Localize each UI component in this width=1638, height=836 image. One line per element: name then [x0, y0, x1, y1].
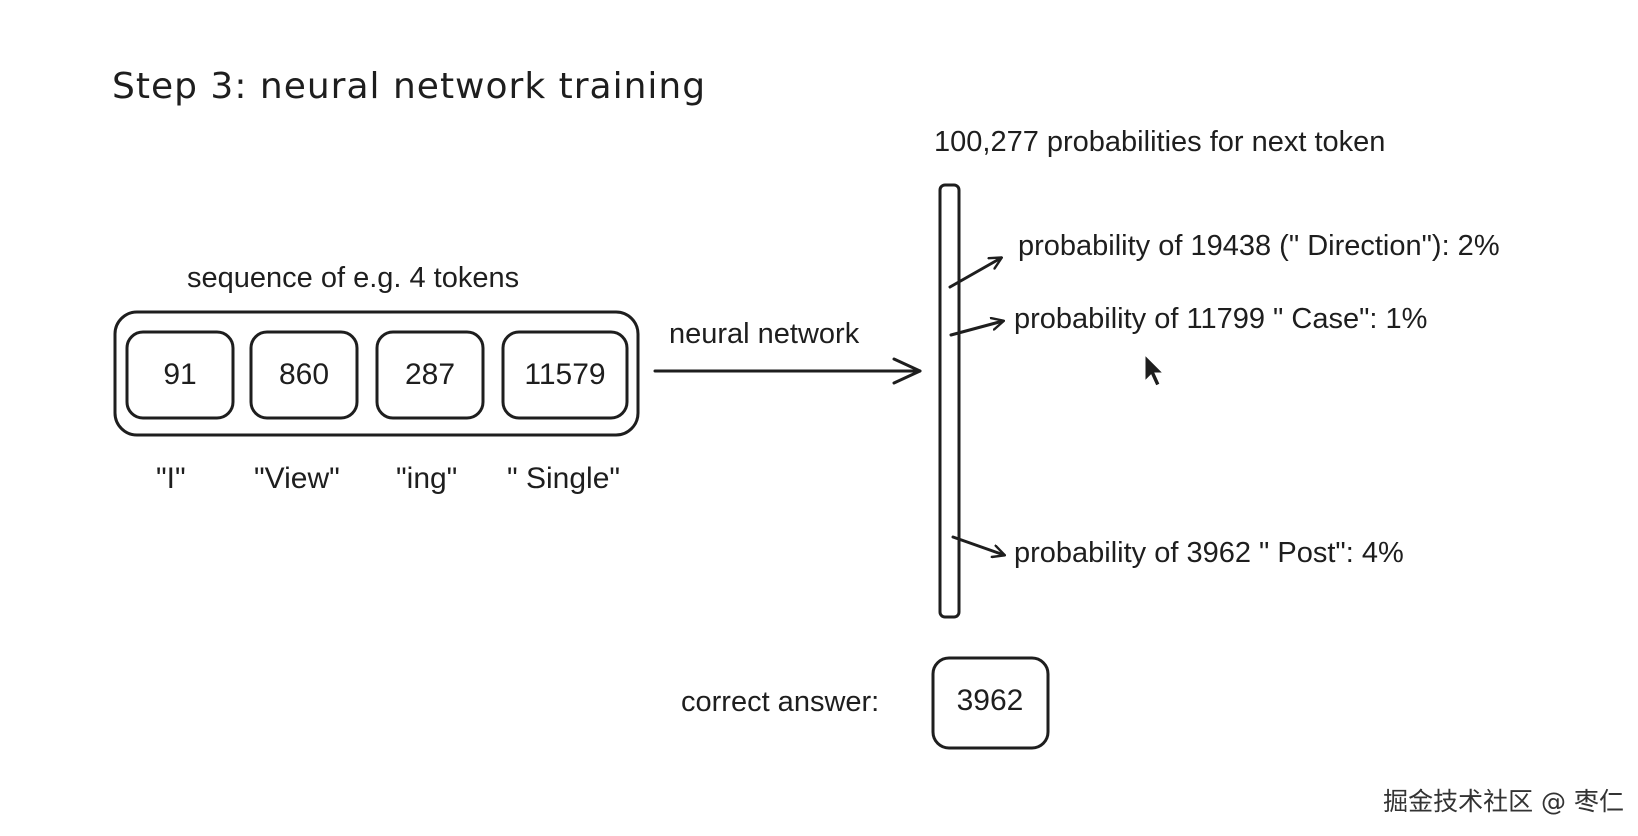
token-box-1: 91	[125, 330, 235, 420]
probability-line-2: probability of 11799 " Case": 1%	[1014, 303, 1428, 335]
watermark: 掘金技术社区 @ 枣仁	[1383, 787, 1624, 816]
token-string-1: "I"	[156, 462, 186, 495]
token-string-2: "View"	[254, 462, 340, 495]
mouse-cursor-icon	[1144, 353, 1165, 387]
probability-line-3: probability of 3962 " Post": 4%	[1014, 537, 1404, 569]
correct-answer-box: 3962	[931, 656, 1050, 750]
token-box-4: 11579	[501, 330, 629, 420]
token-string-3: "ing"	[396, 462, 458, 495]
diagram-title: Step 3: neural network training	[112, 66, 707, 107]
token-id-3: 287	[405, 358, 455, 391]
token-string-4: " Single"	[507, 462, 621, 495]
probability-arrow-3	[951, 535, 1004, 555]
probability-arrow-2	[949, 321, 1003, 337]
sequence-container	[113, 310, 640, 437]
correct-answer-label: correct answer:	[681, 686, 880, 718]
token-box-3: 287	[375, 330, 485, 420]
output-vector	[938, 183, 961, 619]
token-id-4: 11579	[524, 358, 605, 391]
token-id-2: 860	[279, 358, 329, 391]
probability-line-1: probability of 19438 (" Direction"): 2%	[1018, 230, 1500, 262]
token-id-1: 91	[163, 358, 196, 391]
token-box-2: 860	[249, 330, 359, 420]
neural-network-label: neural network	[669, 318, 860, 350]
correct-answer-value: 3962	[957, 684, 1024, 717]
probabilities-header: 100,277 probabilities for next token	[934, 126, 1386, 158]
probability-arrow-1	[948, 258, 1001, 289]
sequence-caption: sequence of e.g. 4 tokens	[187, 262, 520, 294]
